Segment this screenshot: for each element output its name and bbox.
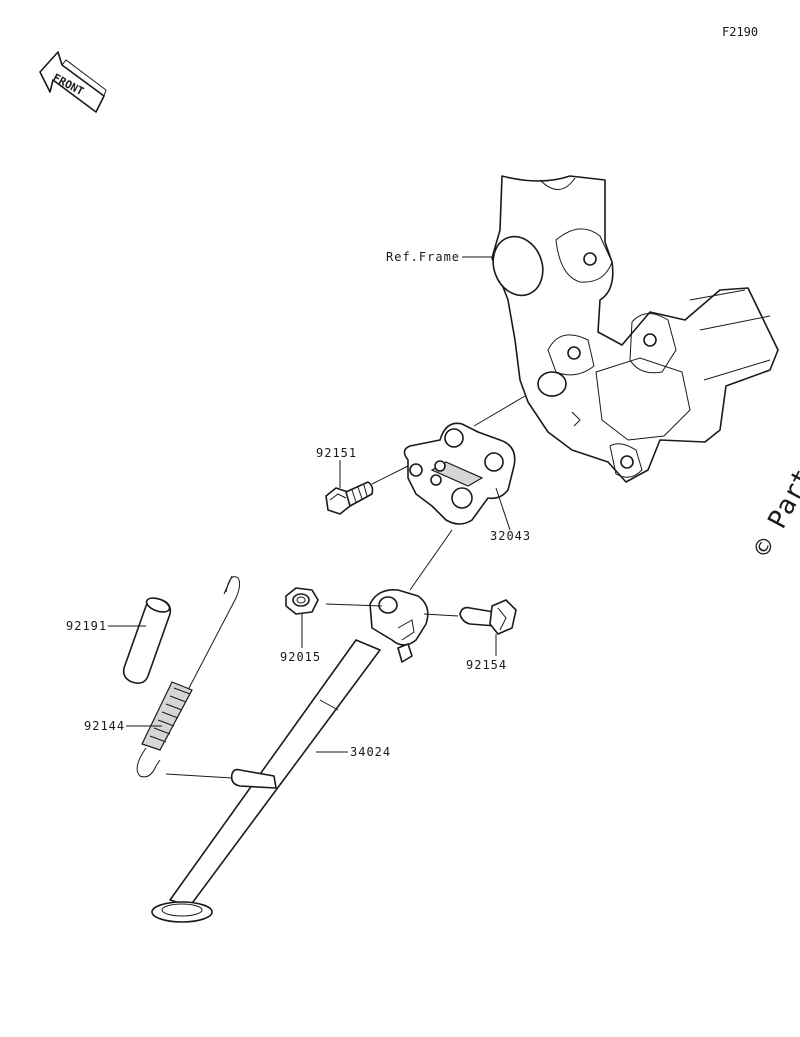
nut-92015	[285, 587, 319, 615]
label-32043-leader	[495, 487, 511, 531]
side-stand-34024	[151, 588, 429, 923]
front-arrow-icon: FRONT	[39, 51, 107, 113]
ref-frame-label: Ref.Frame	[386, 250, 460, 264]
label-92154: 92154	[466, 658, 507, 672]
diagram-id: F2190	[722, 25, 758, 39]
pivot-bolt-leader	[423, 613, 459, 617]
frame-reference	[491, 175, 779, 483]
frame-to-bracket-line	[473, 395, 526, 427]
nut-to-stand-line	[325, 603, 383, 607]
spacer-92191	[122, 597, 172, 684]
label-34024: 34024	[350, 745, 391, 759]
pin-leader	[165, 773, 233, 779]
bolt-92151-leader	[371, 465, 409, 485]
bracket-32043	[403, 422, 516, 525]
bolt-92151	[325, 481, 374, 515]
bracket-to-stand-line	[409, 529, 453, 591]
label-92191: 92191	[66, 619, 107, 633]
spring-pin	[230, 768, 277, 789]
label-92151: 92151	[316, 446, 357, 460]
watermark: © Parts	[748, 450, 800, 561]
label-92015: 92015	[280, 650, 321, 664]
pivot-bolt-92154	[459, 599, 517, 635]
spring-92144	[136, 575, 241, 778]
label-92144: 92144	[84, 719, 125, 733]
label-32043: 32043	[490, 529, 531, 543]
